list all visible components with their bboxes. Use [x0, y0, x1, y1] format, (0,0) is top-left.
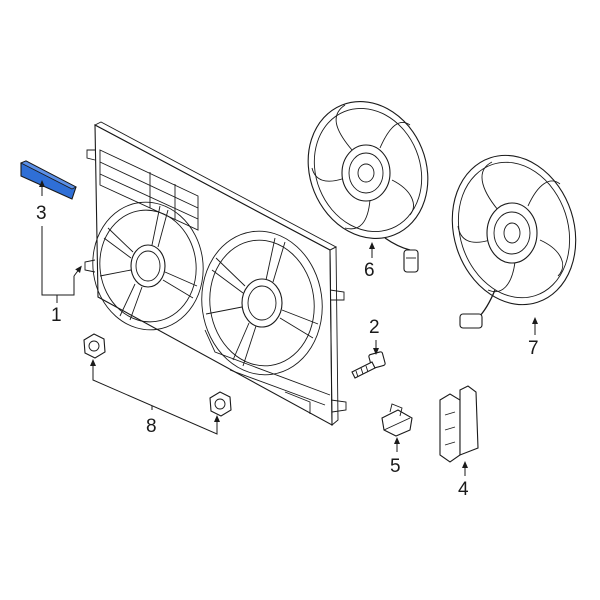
callout-2: 2: [369, 317, 380, 338]
seal-strip-part[interactable]: [20, 160, 77, 200]
bracket-clip-part[interactable]: [439, 385, 479, 463]
callout-8: 8: [146, 416, 157, 437]
callout-6: 6: [364, 260, 375, 281]
fan-shroud-part[interactable]: [84, 121, 347, 426]
clip-nut-part[interactable]: [381, 403, 413, 437]
leader-lines: [39, 180, 538, 476]
fan-motor-upper-part[interactable]: [288, 83, 448, 273]
callout-7: 7: [528, 338, 539, 359]
nut-upper-part[interactable]: [83, 333, 106, 359]
callout-4: 4: [458, 479, 469, 500]
fan-motor-lower-part[interactable]: [433, 139, 594, 329]
callout-3: 3: [36, 203, 47, 224]
bolt-part[interactable]: [351, 351, 386, 379]
nut-lower-part[interactable]: [209, 391, 232, 417]
callout-5: 5: [390, 456, 401, 477]
callout-1: 1: [51, 305, 62, 326]
